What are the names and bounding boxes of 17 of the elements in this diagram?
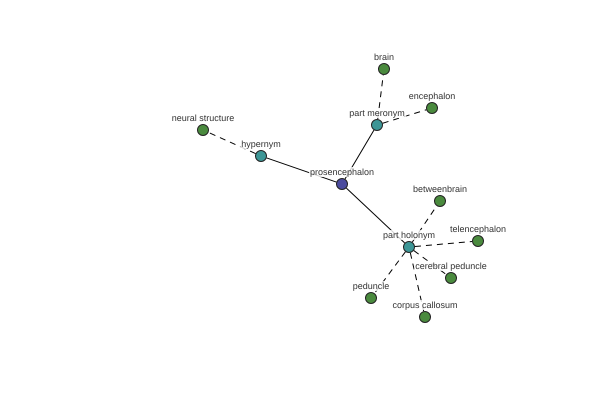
node-label: hypernym (240, 139, 282, 149)
dashed-line (382, 109, 427, 124)
node-label: prosencephalon (308, 167, 376, 177)
node-label: part holonym (382, 230, 436, 240)
node-label: brain (373, 52, 395, 62)
node-label: peduncle (352, 281, 390, 291)
node-label: corpus callosum (391, 300, 459, 310)
node-label: telencephalon (448, 224, 508, 234)
dashed-line (374, 251, 406, 294)
dashed-line (410, 252, 424, 312)
node-label: cerebral peduncle (414, 261, 488, 271)
node-label: part meronym (348, 108, 406, 118)
dashed-line (208, 132, 256, 154)
node-label: encephalon (408, 91, 456, 101)
dashed-line (414, 241, 473, 247)
node-label: neural structure (170, 113, 236, 123)
node-label: betweenbrain (412, 184, 468, 194)
